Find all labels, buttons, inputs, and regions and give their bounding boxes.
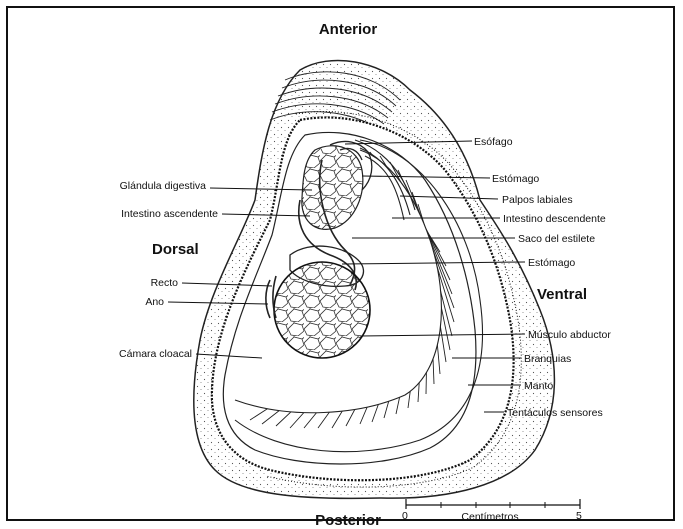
label-musculo-abductor: Músculo abductor xyxy=(528,329,611,341)
label-camara-cloacal: Cámara cloacal xyxy=(119,348,192,360)
direction-anterior: Anterior xyxy=(319,21,378,38)
label-branquias: Branquias xyxy=(524,353,571,365)
scale-end: 5 xyxy=(576,510,582,522)
label-tentaculos-sensores: Tentáculos sensores xyxy=(507,407,603,419)
direction-dorsal: Dorsal xyxy=(152,241,199,258)
direction-ventral: Ventral xyxy=(537,286,587,303)
direction-posterior: Posterior xyxy=(315,512,381,529)
label-ano: Ano xyxy=(145,296,164,308)
label-palpos-labiales: Palpos labiales xyxy=(502,194,573,206)
scale-start: 0 xyxy=(402,510,408,522)
scale-bar: 0 Centímetros 5 xyxy=(402,499,582,523)
label-glandula-digestiva: Glándula digestiva xyxy=(120,180,207,192)
label-intestino-descendente: Intestino descendente xyxy=(503,213,606,225)
scale-unit: Centímetros xyxy=(461,511,518,523)
label-estomago-lower: Estómago xyxy=(528,257,575,269)
adductor-muscle xyxy=(274,262,370,358)
label-estomago-top: Estómago xyxy=(492,173,539,185)
label-esofago: Esófago xyxy=(474,136,513,148)
label-recto: Recto xyxy=(151,277,179,289)
label-intestino-ascendente: Intestino ascendente xyxy=(121,208,218,220)
label-saco-estilete: Saco del estilete xyxy=(518,233,595,245)
label-manto: Manto xyxy=(524,380,553,392)
